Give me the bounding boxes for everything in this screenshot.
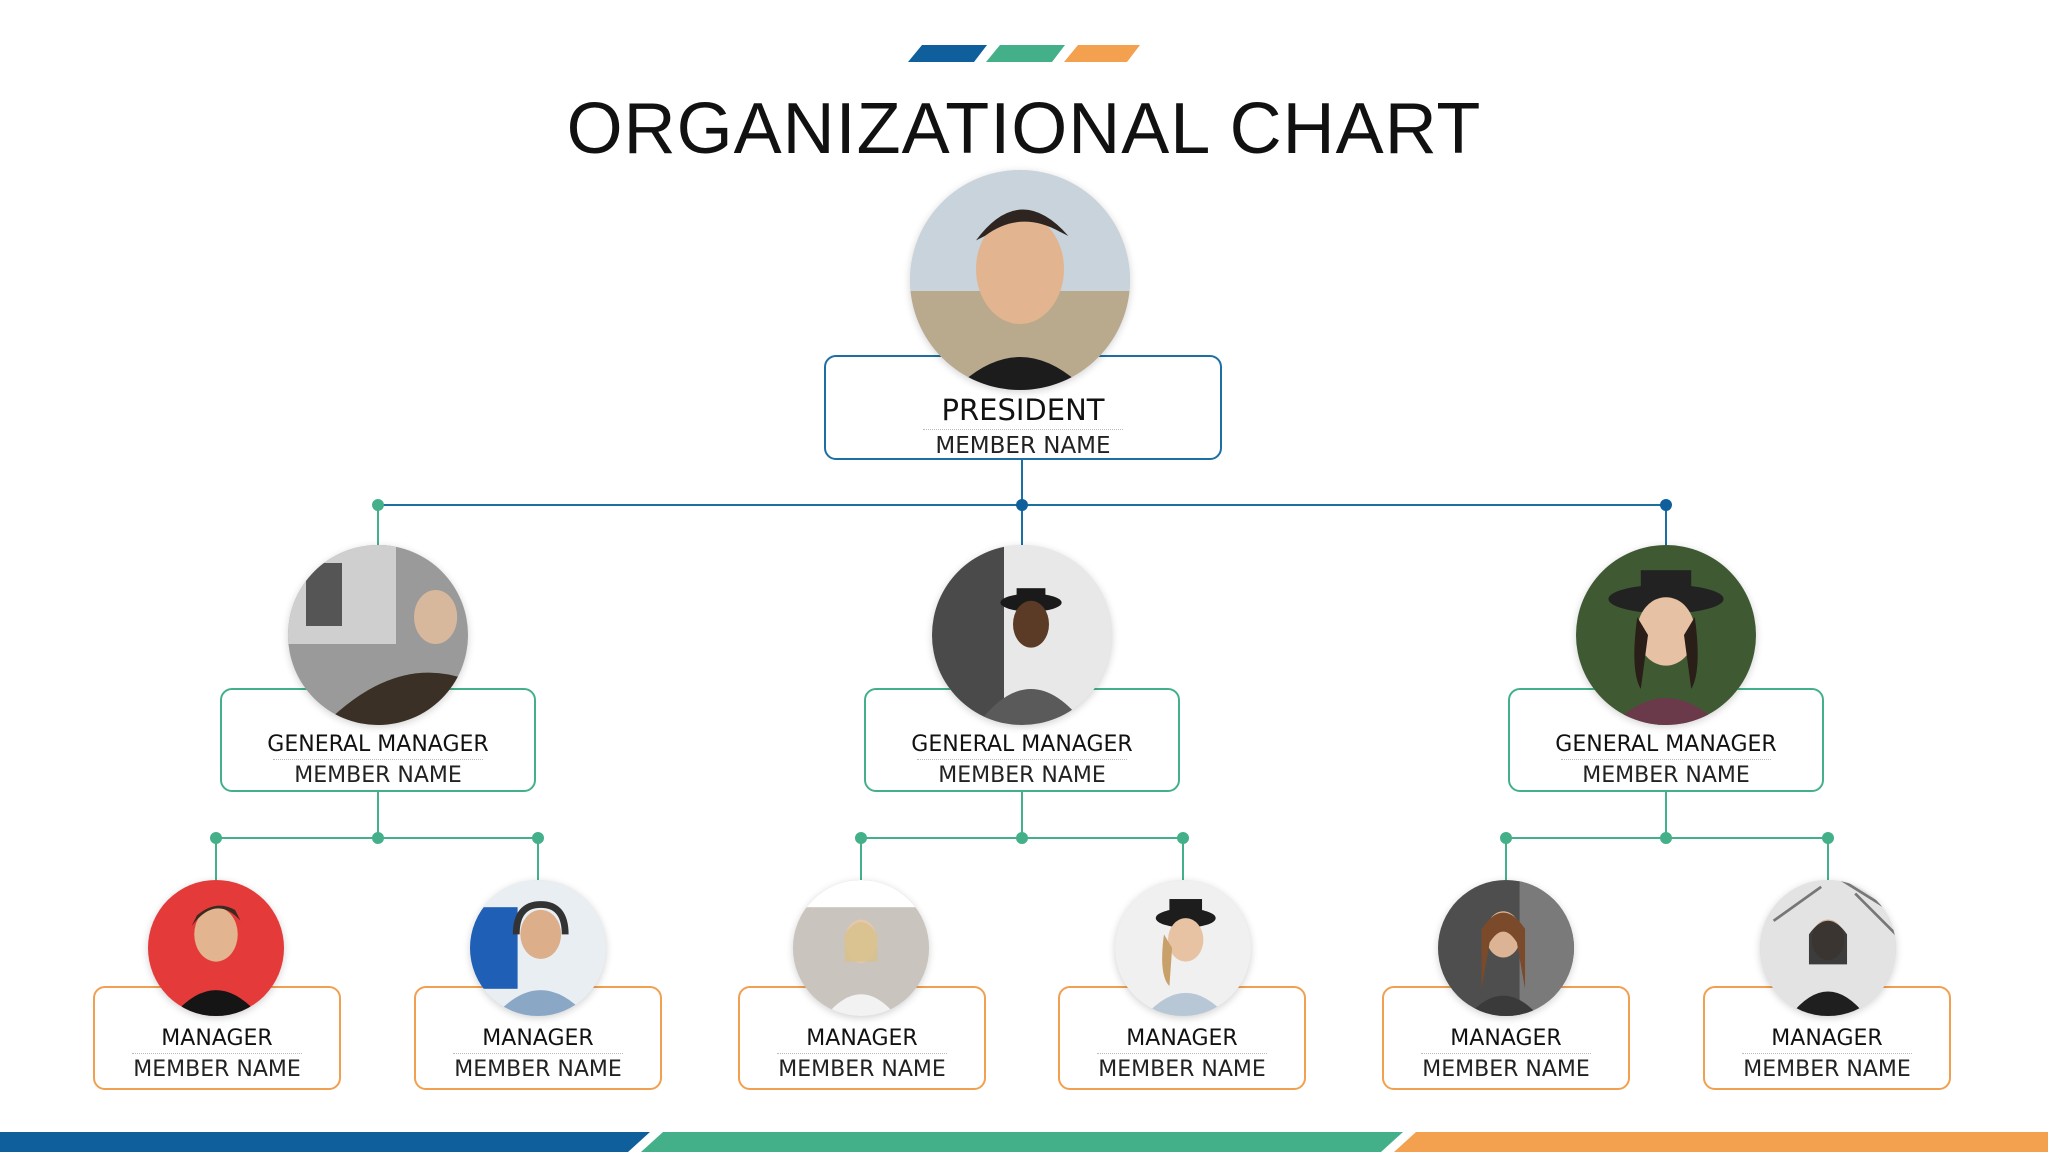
general-manager-member-name: MEMBER NAME xyxy=(294,763,462,788)
connector-dot xyxy=(1016,499,1028,511)
footer-stripe-orange xyxy=(1394,1132,2048,1152)
president-photo xyxy=(910,170,1130,390)
connector-dot xyxy=(1177,832,1189,844)
manager-role: MANAGER xyxy=(1126,1026,1238,1051)
connector-dot xyxy=(532,832,544,844)
gm-2-photo xyxy=(932,545,1112,725)
connector-dot xyxy=(1660,832,1672,844)
manager-role: MANAGER xyxy=(1450,1026,1562,1051)
footer-stripe-green xyxy=(641,1132,1403,1152)
manager-member-name: MEMBER NAME xyxy=(454,1057,622,1082)
gm-3-photo xyxy=(1576,545,1756,725)
accent-stripe-blue xyxy=(908,45,987,62)
manager-card[interactable]: MANAGER MEMBER NAME xyxy=(93,986,341,1090)
top-accent-stripes xyxy=(908,45,1140,62)
manager-6-photo xyxy=(1760,880,1896,1016)
connector-dot xyxy=(210,832,222,844)
general-manager-member-name: MEMBER NAME xyxy=(938,763,1106,788)
connector-dot xyxy=(855,832,867,844)
footer-stripes xyxy=(0,1132,2048,1152)
general-manager-role: GENERAL MANAGER xyxy=(1555,732,1777,757)
connector-dot xyxy=(1016,832,1028,844)
accent-stripe-green xyxy=(986,45,1065,62)
manager-member-name: MEMBER NAME xyxy=(1098,1057,1266,1082)
manager-role: MANAGER xyxy=(1771,1026,1883,1051)
manager-member-name: MEMBER NAME xyxy=(1422,1057,1590,1082)
president-member-name: MEMBER NAME xyxy=(935,433,1111,459)
general-manager-role: GENERAL MANAGER xyxy=(267,732,489,757)
accent-stripe-orange xyxy=(1064,45,1140,62)
manager-role: MANAGER xyxy=(806,1026,918,1051)
president-role: PRESIDENT xyxy=(941,393,1105,427)
manager-5-photo xyxy=(1438,880,1574,1016)
manager-member-name: MEMBER NAME xyxy=(1743,1057,1911,1082)
manager-4-photo xyxy=(1115,880,1251,1016)
general-manager-member-name: MEMBER NAME xyxy=(1582,763,1750,788)
page-title: ORGANIZATIONAL CHART xyxy=(566,89,1482,169)
manager-2-photo xyxy=(470,880,606,1016)
connector-dot xyxy=(372,832,384,844)
general-manager-role: GENERAL MANAGER xyxy=(911,732,1133,757)
connector-dot xyxy=(1822,832,1834,844)
manager-role: MANAGER xyxy=(161,1026,273,1051)
manager-member-name: MEMBER NAME xyxy=(778,1057,946,1082)
manager-1-photo xyxy=(148,880,284,1016)
manager-member-name: MEMBER NAME xyxy=(133,1057,301,1082)
connector-dot xyxy=(1660,499,1672,511)
manager-role: MANAGER xyxy=(482,1026,594,1051)
manager-card[interactable]: MANAGER MEMBER NAME xyxy=(1382,986,1630,1090)
manager-card[interactable]: MANAGER MEMBER NAME xyxy=(414,986,662,1090)
connector-dot xyxy=(372,499,384,511)
gm-1-photo xyxy=(288,545,468,725)
manager-3-photo xyxy=(793,880,929,1016)
footer-stripe-blue xyxy=(0,1132,650,1152)
connector-dot xyxy=(1500,832,1512,844)
